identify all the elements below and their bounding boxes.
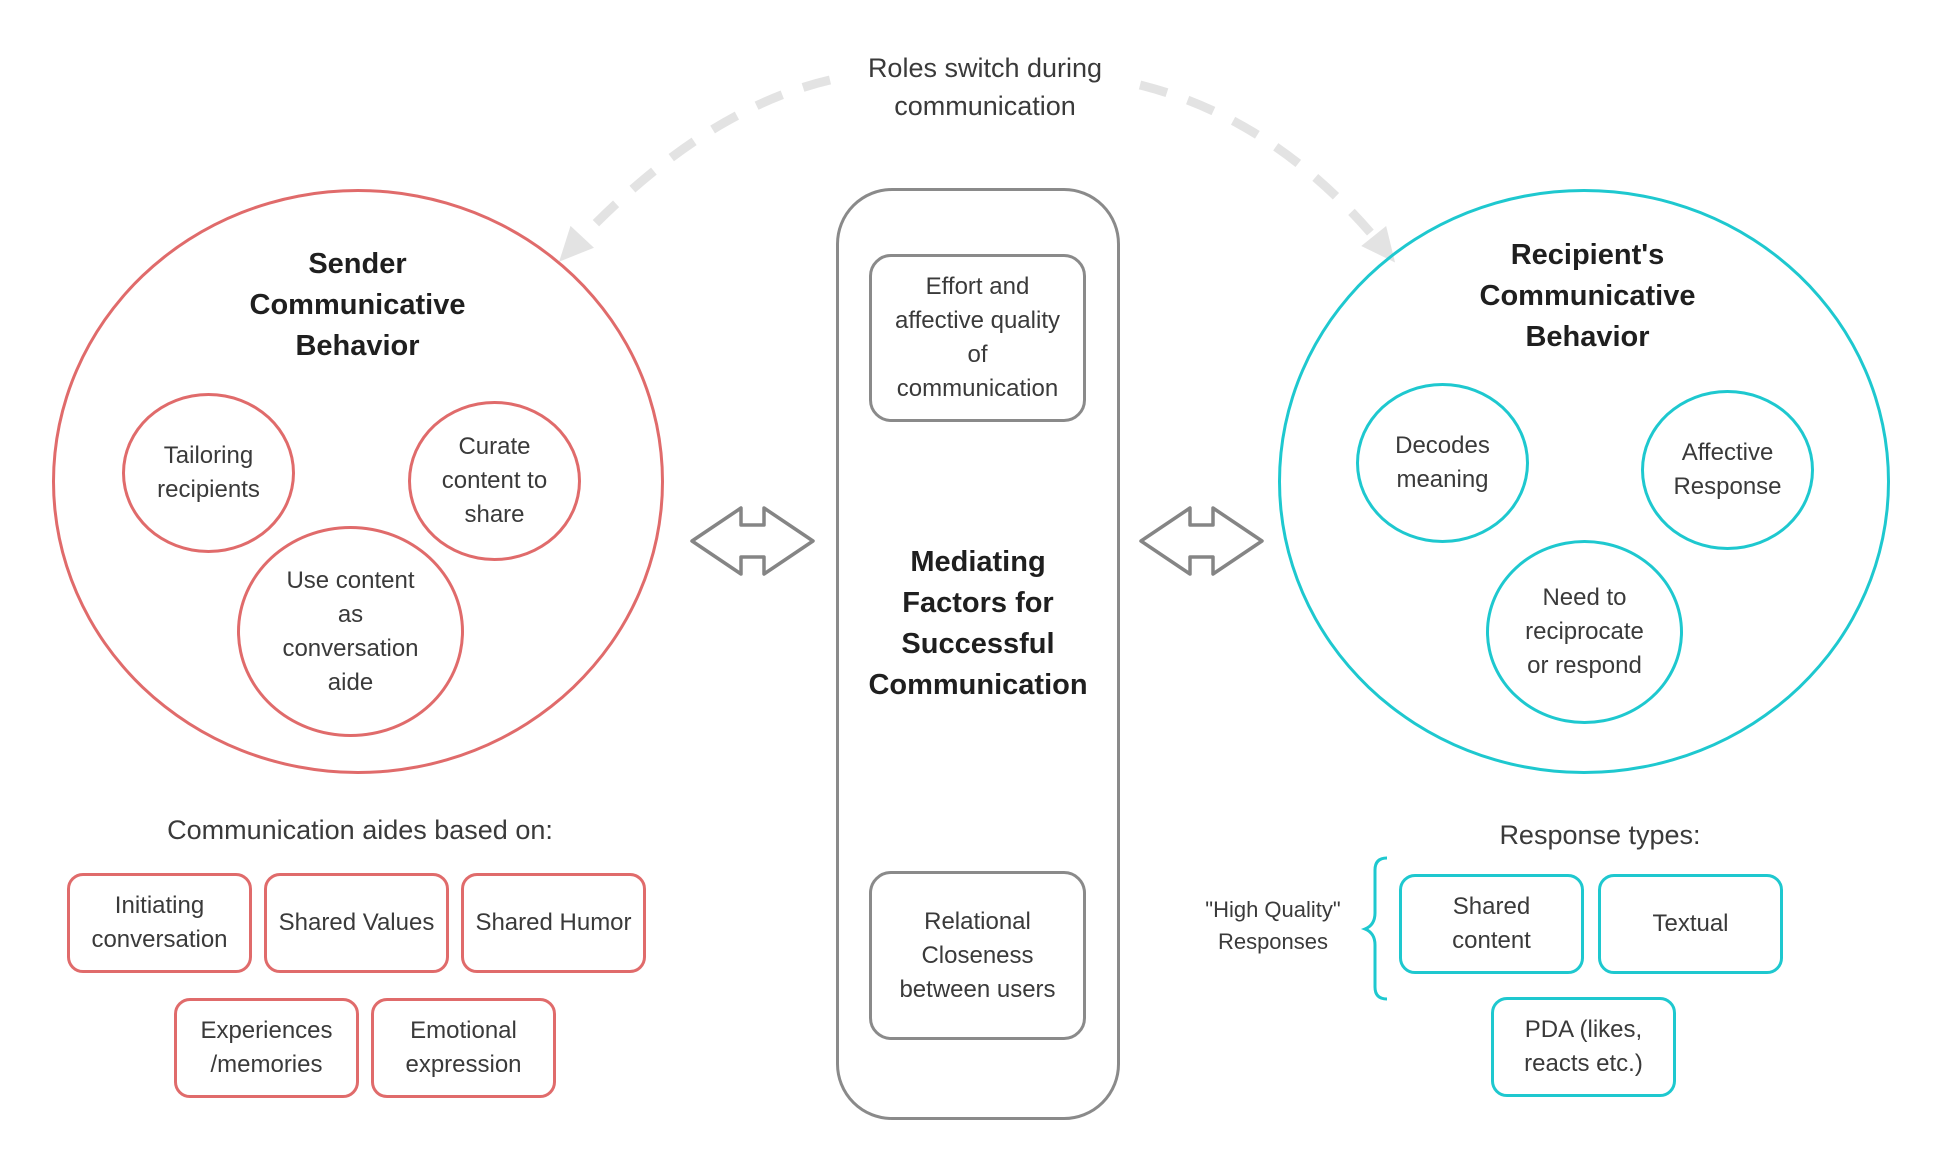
- mediating-closeness-box: Relational Closeness between users: [869, 871, 1086, 1040]
- sender-item-curate: Curate content to share: [408, 401, 581, 561]
- sender-circle: [52, 189, 664, 774]
- recipient-item-affective: Affective Response: [1641, 390, 1814, 550]
- mediating-effort-box: Effort and affective quality of communic…: [869, 254, 1086, 422]
- sender-item-tailoring: Tailoring recipients: [122, 393, 295, 553]
- aide-shared-humor: Shared Humor: [461, 873, 646, 973]
- double-arrow-icon: [1139, 506, 1264, 576]
- sender-title: Sender Communicative Behavior: [249, 247, 466, 362]
- mediating-title: Mediating Factors for Successful Communi…: [868, 545, 1088, 701]
- curved-dashed-arrow-icon: [559, 75, 1396, 263]
- response-textual: Textual: [1598, 874, 1783, 974]
- role-switch-label: Roles switch during communication: [867, 53, 1103, 121]
- recipient-item-reciprocate: Need to reciprocate or respond: [1486, 540, 1683, 724]
- high-quality-label: "High Quality" Responses: [1205, 897, 1341, 954]
- response-pda: PDA (likes, reacts etc.): [1491, 997, 1676, 1097]
- aide-initiating-conversation: Initiating conversation: [67, 873, 252, 973]
- double-arrow-icon: [690, 506, 815, 576]
- aides-heading: Communication aides based on:: [167, 815, 553, 845]
- aide-experiences-memories: Experiences /memories: [174, 998, 359, 1098]
- response-shared-content: Shared content: [1399, 874, 1584, 974]
- recipient-title: Recipient's Communicative Behavior: [1479, 238, 1696, 353]
- recipient-item-decodes: Decodes meaning: [1356, 383, 1529, 543]
- curly-bracket-icon: [1360, 856, 1388, 1001]
- aide-emotional-expression: Emotional expression: [371, 998, 556, 1098]
- responses-heading: Response types:: [1499, 820, 1701, 850]
- sender-item-use-content: Use content as conversation aide: [237, 526, 464, 737]
- mediating-column: [836, 188, 1120, 1120]
- recipient-circle: [1278, 189, 1890, 774]
- aide-shared-values: Shared Values: [264, 873, 449, 973]
